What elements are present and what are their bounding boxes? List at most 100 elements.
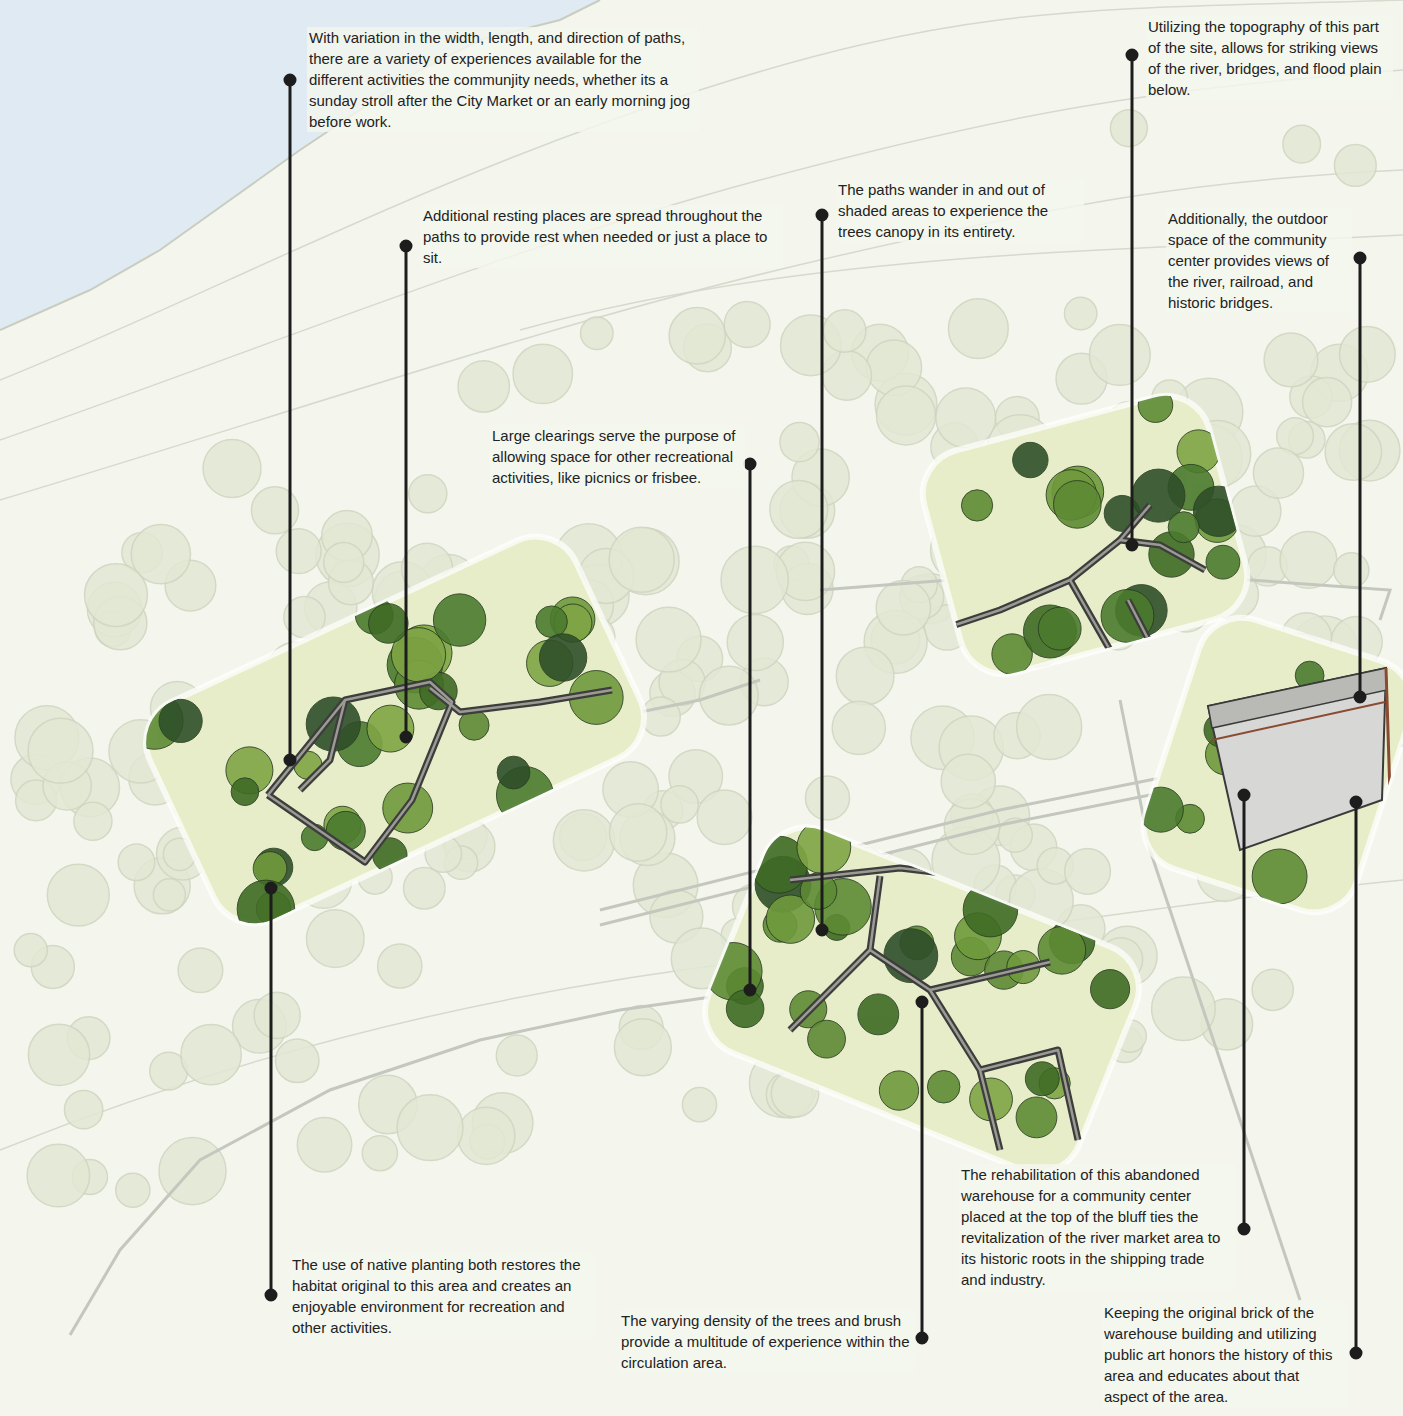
tree-canopy [1253,448,1303,498]
trail-edge [1120,505,1150,540]
callout: With variation in the width, length, and… [307,27,699,132]
tree-canopy [118,844,155,881]
trail-surface [930,962,1050,990]
vignette-ground [131,522,658,938]
callout-text: With variation in the width, length, and… [307,27,699,132]
leader-line [289,80,292,760]
tree-canopy [927,1070,960,1103]
tree-canopy [636,607,701,672]
tree-canopy [458,361,509,412]
tree-canopy [1152,977,1216,1041]
leader-line [270,888,273,1295]
leader-dot [1351,797,1361,807]
tree-canopy [74,802,112,840]
tree-canopy [28,718,93,783]
leader-dot [401,241,411,251]
tree-canopy [581,317,613,349]
tree-canopy [661,786,698,823]
tree-canopy [1280,532,1337,589]
callout-text: Utilizing the topography of this part of… [1146,16,1393,100]
vignette-ground [1132,606,1403,924]
callout: Additionally, the outdoor space of the c… [1166,208,1352,313]
vignette-content [126,594,623,938]
callout: Large clearings serve the purpose of all… [490,425,745,488]
callout-text: Additional resting places are spread thr… [421,205,783,268]
trail-edge [1070,580,1122,690]
trail-edge [300,700,345,790]
tree-canopy [1168,512,1199,543]
tree-canopy [876,386,935,445]
tree-canopy [858,994,899,1035]
tree-canopy [28,1024,89,1085]
leader-dot [1127,50,1137,60]
callout-text: The rehabilitation of this abandoned war… [959,1164,1235,1290]
tree-canopy [553,810,614,871]
tree-canopy [496,1035,537,1076]
leader-line [821,215,824,930]
tree-canopy [770,480,828,538]
callout-text: The use of native planting both restores… [290,1254,595,1338]
trail-edge [430,688,612,712]
tree-canopy [27,1144,90,1207]
leader-dot [917,1333,927,1343]
leader-dot [817,925,827,935]
trail-surface [430,688,612,712]
tree-canopy [1025,1062,1059,1096]
brick-edge [1386,668,1390,795]
tree-canopy [609,527,674,592]
tree-canopy [1340,326,1396,382]
leader-dot [1239,1224,1249,1234]
trail-surface [268,682,452,862]
tree-canopy [1283,125,1321,163]
trail-edge [268,682,452,862]
tree-canopy [836,647,894,705]
leader-dot [285,755,295,765]
tree-canopy [726,990,764,1028]
tree-canopy [876,581,930,635]
tree-canopy [721,546,788,613]
tree-canopy [433,594,485,646]
tree-canopy [85,564,148,627]
tree-canopy [1264,333,1318,387]
tree-canopy [1091,970,1130,1009]
callout: The use of native planting both restores… [290,1254,595,1338]
tree-canopy [1016,1097,1057,1138]
vignette-content [1138,661,1390,904]
leader-lines [266,50,1365,1358]
detail-vignette [1132,606,1403,924]
tree-canopy [14,934,47,967]
leader-line [1359,258,1362,697]
leader-dot [1127,540,1137,550]
contour-line [0,170,1403,500]
tree-canopy [458,1107,515,1164]
leader-line [921,1002,924,1338]
tree-canopy [397,1095,463,1161]
leader-dot [401,732,411,742]
trail-surface [1128,600,1160,662]
trail-surface [1120,505,1150,540]
tree-canopy [1252,849,1307,904]
tree-canopy [378,944,422,988]
tree-canopy [276,529,321,574]
tree-canopy [941,754,995,808]
tree-canopy [1193,486,1243,536]
leader-line [1243,795,1246,1229]
tree-canopy [64,1091,102,1129]
tree-canopy [536,606,568,638]
callout-text: Additionally, the outdoor space of the c… [1166,208,1352,313]
tree-canopy [697,790,752,845]
tree-canopy [823,310,865,352]
trail-surface [790,876,880,1030]
leader-dot [1355,692,1365,702]
callout-text: The varying density of the trees and bru… [619,1310,915,1373]
leader-dot [745,459,755,469]
callout: The paths wander in and out of shaded ar… [836,179,1084,242]
vignette-content [704,820,1129,1150]
callout-text: Large clearings serve the purpose of all… [490,425,745,488]
tree-canopy [1252,969,1293,1010]
leader-dot [266,1290,276,1300]
leader-dot [917,997,927,1007]
leader-line [405,246,408,737]
tree-canopy [404,867,445,908]
tree-canopy [1017,694,1082,759]
